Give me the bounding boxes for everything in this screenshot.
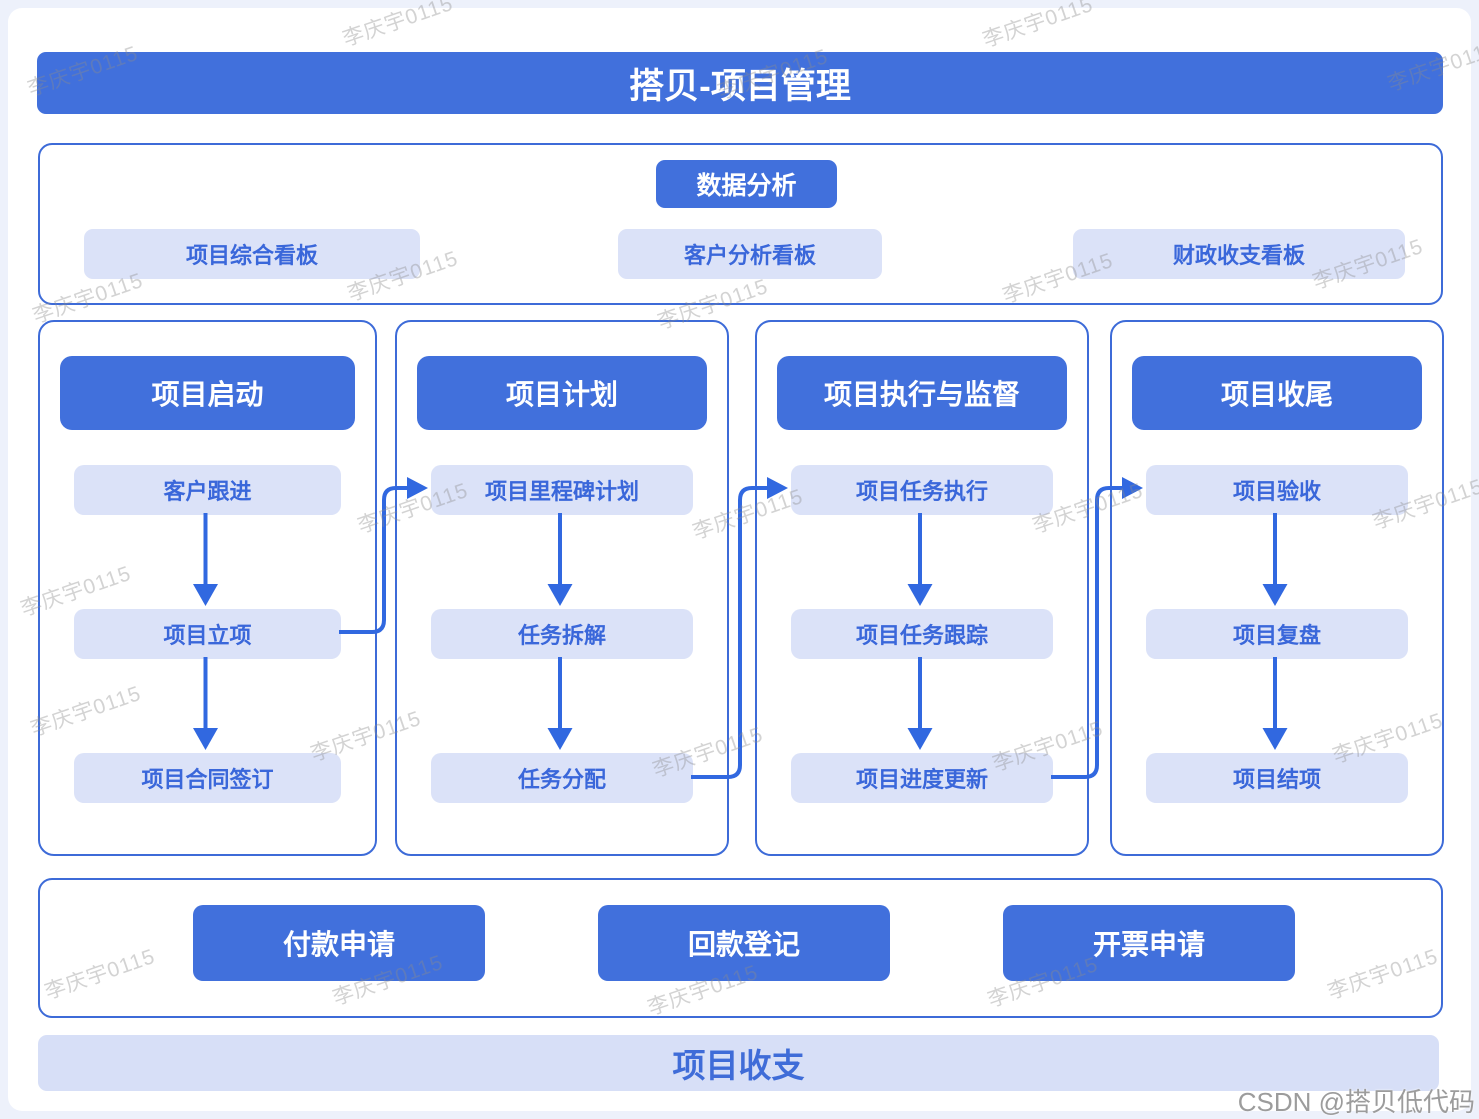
- step-task-assignment[interactable]: 任务分配: [431, 753, 693, 803]
- analysis-section: [38, 143, 1443, 305]
- column-header: 项目执行与监督: [777, 356, 1067, 430]
- dashboard-item-project-overview[interactable]: 项目综合看板: [84, 229, 420, 279]
- step-contract-signing[interactable]: 项目合同签订: [74, 753, 341, 803]
- step-task-execution[interactable]: 项目任务执行: [791, 465, 1053, 515]
- column-project-planning: 项目计划 项目里程碑计划 任务拆解 任务分配: [395, 320, 729, 856]
- finance-section: [38, 878, 1443, 1018]
- step-progress-update[interactable]: 项目进度更新: [791, 753, 1053, 803]
- project-income-expense-bar: 项目收支: [38, 1035, 1439, 1091]
- column-project-closure: 项目收尾 项目验收 项目复盘 项目结项: [1110, 320, 1444, 856]
- step-customer-followup[interactable]: 客户跟进: [74, 465, 341, 515]
- dashboard-item-finance-board[interactable]: 财政收支看板: [1073, 229, 1405, 279]
- invoice-request-button[interactable]: 开票申请: [1003, 905, 1295, 981]
- csdn-credit: CSDN @搭贝低代码: [1237, 1087, 1475, 1117]
- step-project-acceptance[interactable]: 项目验收: [1146, 465, 1408, 515]
- step-task-tracking[interactable]: 项目任务跟踪: [791, 609, 1053, 659]
- step-milestone-plan[interactable]: 项目里程碑计划: [431, 465, 693, 515]
- step-project-review[interactable]: 项目复盘: [1146, 609, 1408, 659]
- dashboard-item-customer-analysis[interactable]: 客户分析看板: [618, 229, 882, 279]
- 收payment-registration-button[interactable]: 回款登记: [598, 905, 890, 981]
- payment-request-button[interactable]: 付款申请: [193, 905, 485, 981]
- step-project-approval[interactable]: 项目立项: [74, 609, 341, 659]
- step-project-conclusion[interactable]: 项目结项: [1146, 753, 1408, 803]
- page-title: 搭贝-项目管理: [37, 52, 1443, 114]
- column-header: 项目收尾: [1132, 356, 1422, 430]
- column-project-initiation: 项目启动 客户跟进 项目立项 项目合同签订: [38, 320, 377, 856]
- column-execution-supervision: 项目执行与监督 项目任务执行 项目任务跟踪 项目进度更新: [755, 320, 1089, 856]
- step-task-breakdown[interactable]: 任务拆解: [431, 609, 693, 659]
- column-header: 项目计划: [417, 356, 707, 430]
- column-header: 项目启动: [60, 356, 355, 430]
- analysis-title-badge[interactable]: 数据分析: [656, 160, 837, 208]
